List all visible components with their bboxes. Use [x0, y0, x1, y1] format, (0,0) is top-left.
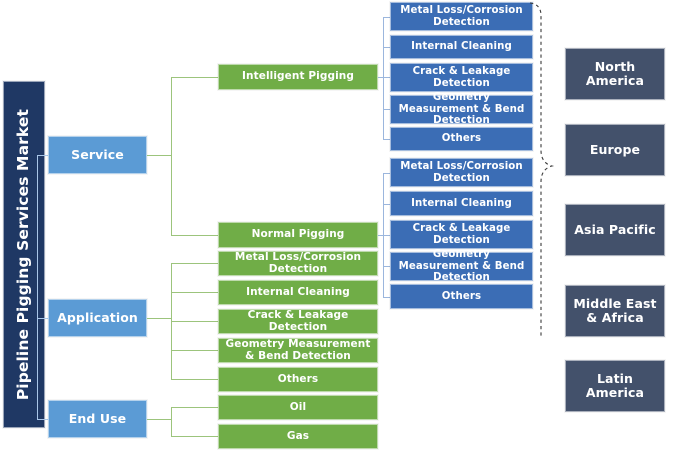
connector-app-item-0: [171, 263, 218, 264]
segment-label: Service: [71, 147, 124, 162]
box-label: Crack & Leakage Detection: [412, 66, 511, 89]
connector-trunk-title: [37, 155, 38, 420]
connector-ip-item-3: [383, 109, 390, 110]
segment-label: Application: [57, 310, 138, 325]
connector-ip-item-2: [383, 77, 390, 78]
box-label: Normal Pigging: [251, 228, 345, 241]
np-item-crack-leakage-detection[interactable]: Crack & Leakage Detection: [390, 220, 533, 249]
box-label: Europe: [589, 142, 641, 157]
box-label: Latin America: [585, 371, 645, 400]
connector-to-intelligent-pigging: [171, 77, 218, 78]
connector-ip-item-4: [383, 139, 390, 140]
application-item-internal-cleaning[interactable]: Internal Cleaning: [218, 280, 378, 305]
connector-app-item-1: [171, 292, 218, 293]
segment-label: End Use: [68, 411, 127, 426]
connector-enduse-out: [147, 419, 171, 420]
box-label: Geometry Measurement & Bend Detection: [398, 249, 525, 284]
connector-np-item-4: [383, 297, 390, 298]
ip-item-others[interactable]: Others: [390, 127, 533, 151]
np-item-others[interactable]: Others: [390, 284, 533, 309]
segment-end-use[interactable]: End Use: [48, 400, 147, 438]
connector-enduse-trunk: [171, 407, 172, 436]
connector-to-gas: [171, 436, 218, 437]
connector-ip-item-0: [383, 17, 390, 18]
connector-to-normal-pigging: [171, 235, 218, 236]
service-type-normal-pigging[interactable]: Normal Pigging: [218, 222, 378, 248]
connector-np-item-0: [383, 173, 390, 174]
box-label: Internal Cleaning: [411, 197, 512, 209]
box-label: North America: [585, 59, 645, 88]
ip-item-crack-leakage-detection[interactable]: Crack & Leakage Detection: [390, 63, 533, 92]
region-europe[interactable]: Europe: [565, 124, 665, 176]
box-label: Internal Cleaning: [411, 41, 512, 53]
region-latin-america[interactable]: Latin America: [565, 360, 665, 412]
connector-app-item-2: [171, 321, 218, 322]
application-item-others[interactable]: Others: [218, 367, 378, 392]
connector-title-to-application: [37, 318, 48, 319]
connector-title-to-service: [37, 155, 48, 156]
box-label: Asia Pacific: [574, 222, 656, 237]
end-use-item-gas[interactable]: Gas: [218, 424, 378, 449]
connector-app-item-3: [171, 350, 218, 351]
application-item-geometry-measurement-bend-detection[interactable]: Geometry Measurement & Bend Detection: [218, 338, 378, 363]
connector-service-trunk: [171, 77, 172, 235]
regions-brace-icon: [529, 2, 555, 336]
connector-ip-item-1: [383, 47, 390, 48]
box-label: Metal Loss/Corrosion Detection: [400, 5, 523, 28]
end-use-item-oil[interactable]: Oil: [218, 395, 378, 420]
ip-item-internal-cleaning[interactable]: Internal Cleaning: [390, 35, 533, 59]
segment-application[interactable]: Application: [48, 299, 147, 337]
box-label: Others: [277, 372, 319, 385]
region-north-america[interactable]: North America: [565, 48, 665, 100]
box-label: Metal Loss/Corrosion Detection: [400, 161, 523, 184]
np-item-internal-cleaning[interactable]: Internal Cleaning: [390, 191, 533, 216]
segment-service[interactable]: Service: [48, 136, 147, 174]
box-label: Others: [441, 290, 482, 302]
application-item-metal-loss-corrosion-detection[interactable]: Metal Loss/Corrosion Detection: [218, 251, 378, 276]
box-label: Intelligent Pigging: [242, 70, 354, 83]
box-label: Gas: [286, 429, 310, 442]
box-label: Metal Loss/Corrosion Detection: [234, 250, 362, 275]
connector-application-out: [147, 318, 171, 319]
page-title: Pipeline Pigging Services Market: [14, 108, 33, 401]
box-label: Others: [441, 133, 482, 145]
connector-intelligent-trunk: [383, 17, 384, 139]
box-label: Crack & Leakage Detection: [412, 223, 511, 246]
box-label: Crack & Leakage Detection: [247, 308, 349, 333]
np-item-geometry-measurement-bend-detection[interactable]: Geometry Measurement & Bend Detection: [390, 249, 533, 284]
box-label: Oil: [289, 400, 307, 413]
ip-item-metal-loss-corrosion-detection[interactable]: Metal Loss/Corrosion Detection: [390, 2, 533, 31]
region-middle-east-africa[interactable]: Middle East & Africa: [565, 285, 665, 337]
region-asia-pacific[interactable]: Asia Pacific: [565, 204, 665, 256]
service-type-intelligent-pigging[interactable]: Intelligent Pigging: [218, 64, 378, 90]
market-title-bar: Pipeline Pigging Services Market: [3, 81, 45, 428]
application-item-crack-leakage-detection[interactable]: Crack & Leakage Detection: [218, 309, 378, 334]
ip-item-geometry-measurement-bend-detection[interactable]: Geometry Measurement & Bend Detection: [390, 92, 533, 127]
connector-service-out: [147, 155, 171, 156]
connector-np-item-3: [383, 266, 390, 267]
np-item-metal-loss-corrosion-detection[interactable]: Metal Loss/Corrosion Detection: [390, 158, 533, 187]
box-label: Middle East & Africa: [573, 296, 657, 325]
box-label: Internal Cleaning: [246, 285, 350, 298]
box-label: Geometry Measurement & Bend Detection: [398, 92, 525, 127]
box-label: Geometry Measurement & Bend Detection: [225, 337, 371, 362]
connector-app-item-4: [171, 379, 218, 380]
connector-title-to-enduse: [37, 419, 48, 420]
connector-np-item-1: [383, 204, 390, 205]
connector-np-item-2: [383, 235, 390, 236]
connector-to-oil: [171, 407, 218, 408]
